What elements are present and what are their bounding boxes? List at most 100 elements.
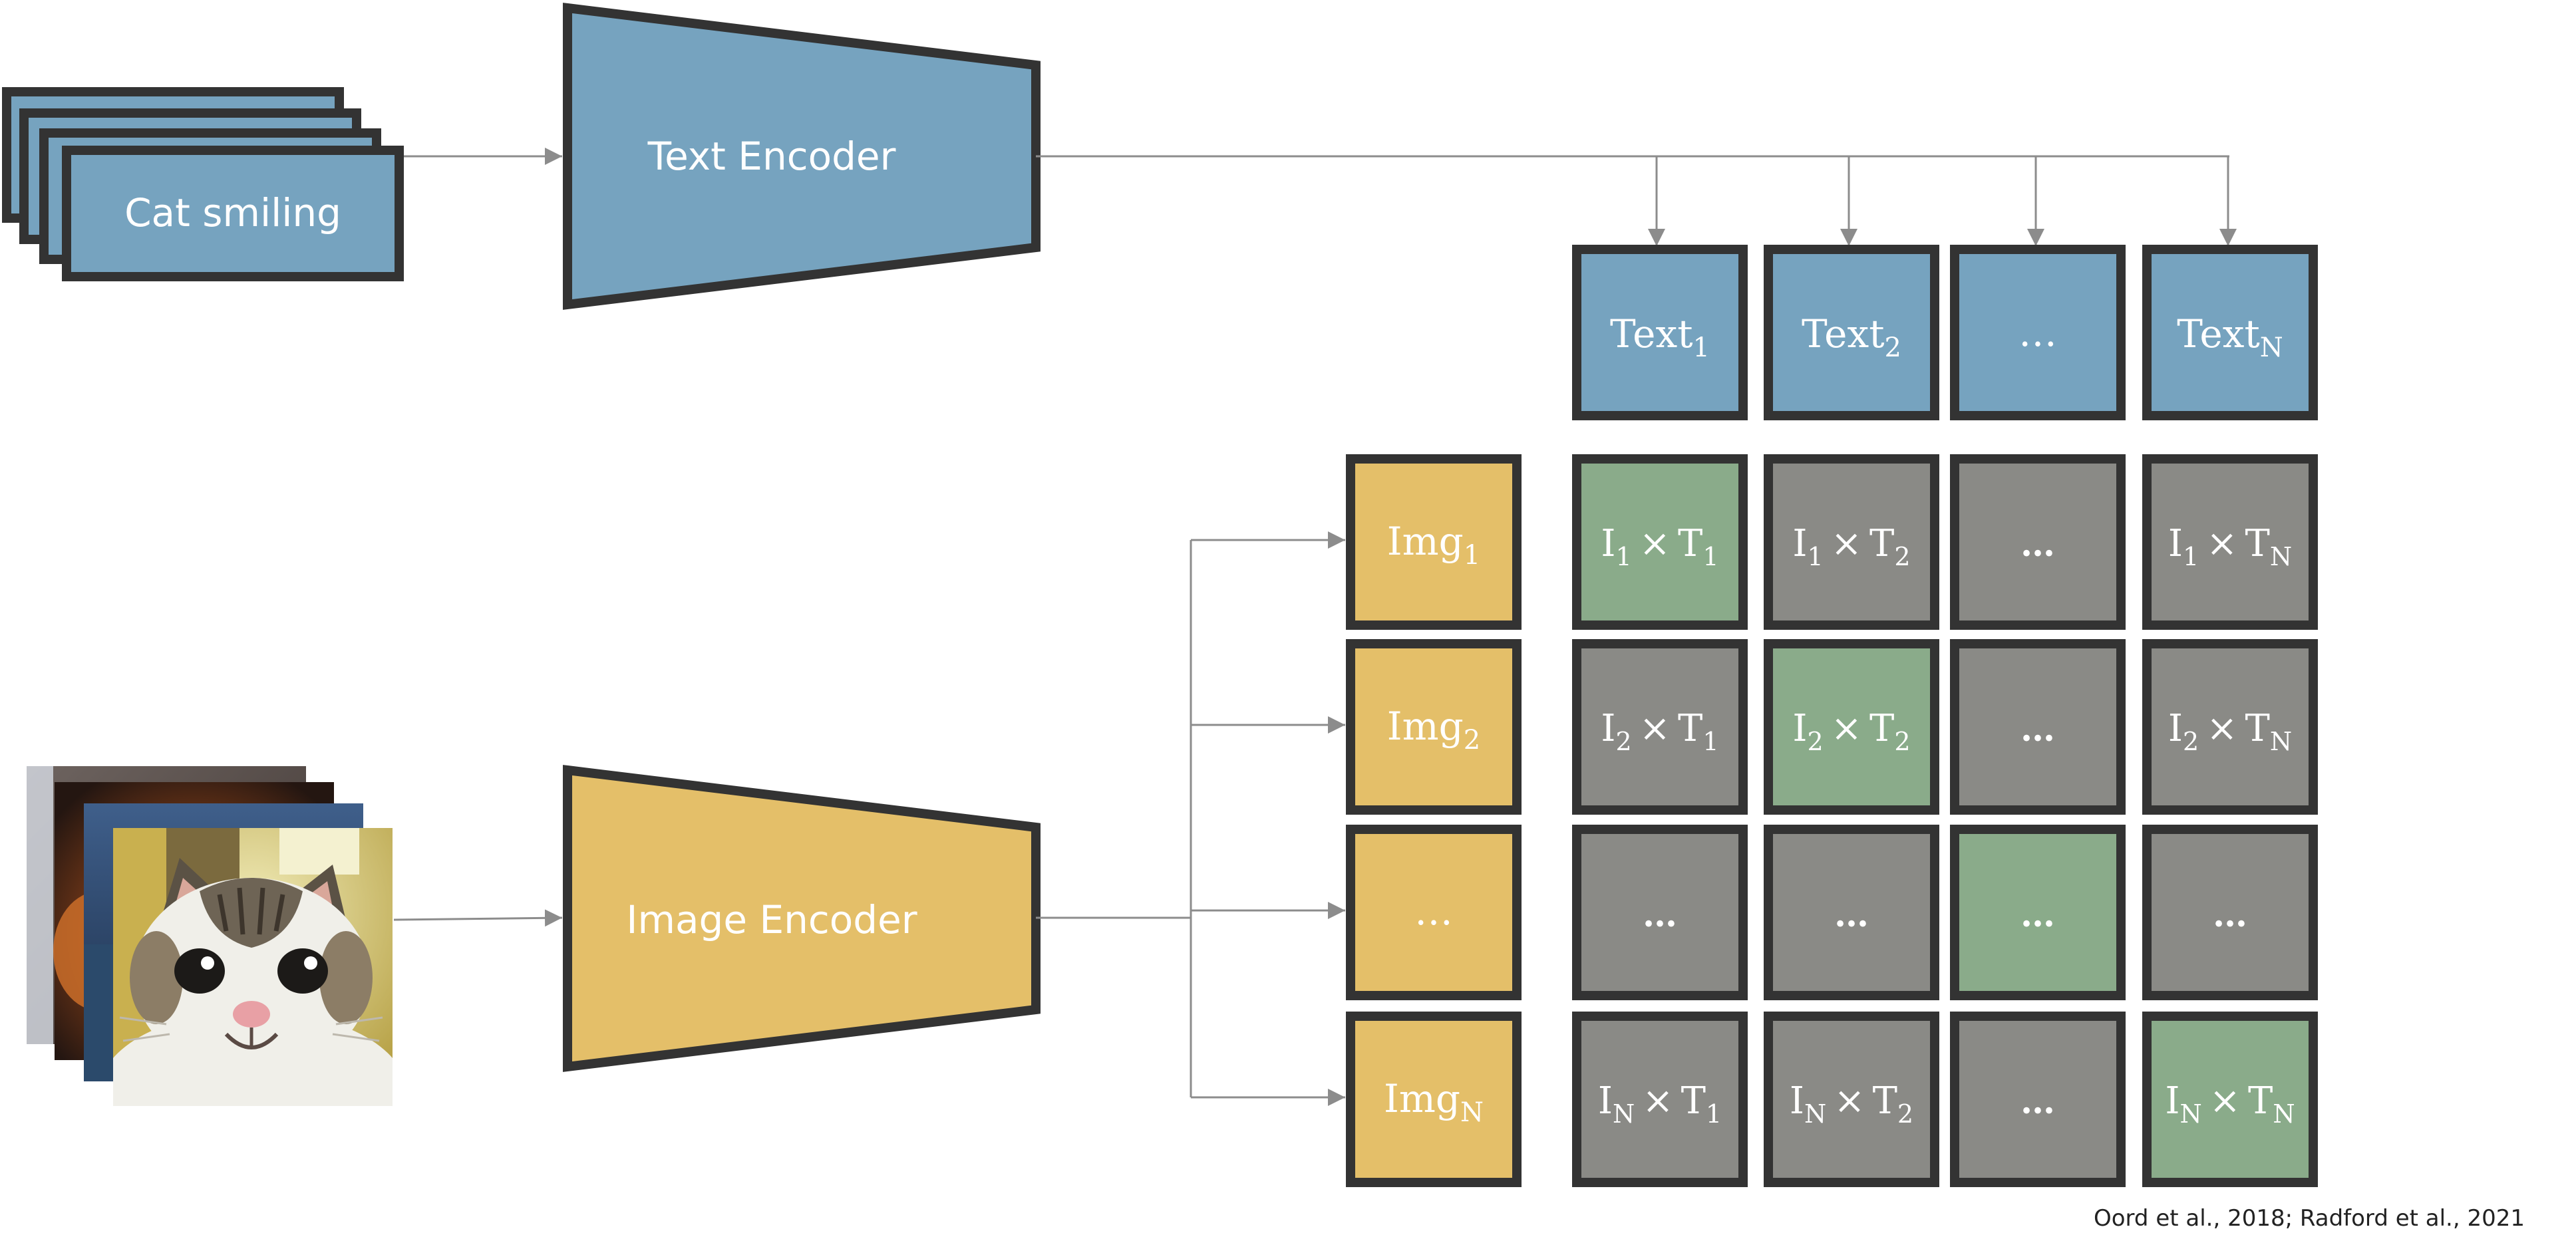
- svg-text:Img1: Img1: [1387, 519, 1481, 571]
- matrix-cell-box: [1572, 454, 1748, 630]
- matrix-cell-box: [1764, 454, 1939, 630]
- matrix-cell-base: I: [1792, 522, 1807, 565]
- matrix-cell-box: [1950, 454, 2126, 630]
- matrix-cell-sub: 1: [1702, 727, 1718, 756]
- matrix-cell-base: T: [1873, 1079, 1897, 1123]
- text-encoder: Text Encoder: [563, 3, 1041, 310]
- text-token-row: Text1 Text2 … TextN: [1572, 245, 2318, 420]
- operator: ×: [1632, 522, 1678, 565]
- text-token: Text2: [1764, 245, 1939, 420]
- matrix-cell: I1 × TN: [2142, 454, 2318, 630]
- matrix-cell-label: I1 × T1: [1601, 522, 1718, 571]
- matrix-cell-box: [2142, 639, 2318, 815]
- matrix-cell-box: [1572, 825, 1748, 1000]
- matrix-cell-box: [1764, 639, 1939, 815]
- matrix-cell-label: …: [2020, 709, 2055, 750]
- matrix-cell-base: I: [1598, 1079, 1613, 1123]
- image-token: Img1: [1346, 454, 1522, 630]
- citation: Oord et al., 2018; Radford et al., 2021: [2094, 1205, 2525, 1232]
- svg-text:Text2: Text2: [1802, 311, 1901, 363]
- image-token-sub: 2: [1464, 725, 1480, 756]
- matrix-cell-label: IN × TN: [2165, 1079, 2295, 1129]
- matrix-cell-base: I: [2168, 522, 2183, 565]
- matrix-cell-match: IN × TN: [2142, 1012, 2318, 1187]
- svg-text:ImgN: ImgN: [1384, 1076, 1484, 1128]
- matrix-cell: …: [1950, 639, 2126, 815]
- matrix-cell-base: T: [1869, 707, 1894, 750]
- matrix-cell: IN × T2: [1764, 1012, 1939, 1187]
- matrix-cell-box: [1764, 1012, 1939, 1187]
- matrix-cell-match: I2 × T2: [1764, 639, 1939, 815]
- matrix-cell-base: T: [1869, 522, 1894, 565]
- operator: ×: [1635, 1079, 1681, 1123]
- matrix-cell-base: I: [1601, 522, 1615, 565]
- matrix-cell-box: [1950, 639, 2126, 815]
- text-card-front: [62, 146, 404, 281]
- image-token: Img2: [1346, 639, 1522, 815]
- text-token-base: Text: [1610, 311, 1693, 356]
- matrix-cell-box: [2142, 454, 2318, 630]
- matrix-cell-match: I1 × T1: [1572, 454, 1748, 630]
- text-input-caption: Cat smiling: [124, 190, 341, 235]
- image-input-stack: [27, 766, 393, 1106]
- arrow-image-input-to-encoder: [393, 909, 563, 927]
- matrix-cell-label: I2 × T1: [1601, 707, 1718, 756]
- matrix-cell: …: [1950, 1012, 2126, 1187]
- text-token: TextN: [2142, 245, 2318, 420]
- matrix-cell-label: I1 × TN: [2168, 522, 2292, 571]
- cat-photo: [113, 828, 393, 1106]
- matrix-cell-sub: 1: [1706, 1099, 1722, 1129]
- text-token-base: Text: [2177, 311, 2260, 356]
- image-encoder: Image Encoder: [563, 765, 1041, 1072]
- matrix-cell-base: T: [2248, 1079, 2273, 1123]
- matrix-cell-sub: N: [1804, 1099, 1826, 1129]
- matrix-cell-label: …: [1643, 894, 1677, 935]
- matrix-cell-sub: N: [2270, 727, 2292, 756]
- matrix-cell-box: [1572, 639, 1748, 815]
- image-token-sub: N: [1460, 1097, 1484, 1128]
- matrix-cell-label: IN × T2: [1790, 1079, 1913, 1129]
- operator: ×: [2199, 522, 2245, 565]
- matrix-cell-sub: 2: [1616, 727, 1632, 756]
- svg-text:…: …: [2018, 310, 2057, 355]
- matrix-cell-sub: 2: [2183, 727, 2199, 756]
- matrix-cell-base: T: [1681, 1079, 1706, 1123]
- matrix-cell-sub: 2: [1894, 727, 1910, 756]
- matrix-cell-base: T: [1678, 522, 1702, 565]
- matrix-cell-sub: 1: [2183, 542, 2199, 571]
- text-encoder-label: Text Encoder: [647, 134, 896, 179]
- matrix-cell-base: I: [2165, 1079, 2179, 1123]
- operator: ×: [1632, 707, 1678, 750]
- matrix-cell: …: [1572, 825, 1748, 1000]
- operator: ×: [2199, 707, 2245, 750]
- text-output-bus: [1036, 155, 2237, 246]
- image-token-base: Img: [1384, 1076, 1460, 1121]
- image-token-base: Img: [1387, 704, 1464, 749]
- matrix-cell-sub: 2: [1897, 1099, 1913, 1129]
- image-token-base: Img: [1387, 519, 1464, 564]
- text-token: …: [1950, 245, 2126, 420]
- matrix-cell-base: T: [2245, 522, 2270, 565]
- matrix-cell-sub: 2: [1808, 727, 1824, 756]
- matrix-cell-base: I: [2168, 707, 2183, 750]
- matrix-cell-sub: 1: [1702, 542, 1718, 571]
- svg-text:…: …: [1414, 889, 1453, 934]
- matrix-cell: …: [2142, 825, 2318, 1000]
- matrix-cell: I2 × TN: [2142, 639, 2318, 815]
- matrix-cell-box: [2142, 1012, 2318, 1187]
- svg-text:Text1: Text1: [1610, 311, 1710, 363]
- text-token-base: …: [2018, 310, 2057, 355]
- operator: ×: [2202, 1079, 2248, 1123]
- image-encoder-label: Image Encoder: [626, 897, 917, 942]
- matrix-cell-box: [1572, 1012, 1748, 1187]
- matrix-cell-label: I2 × TN: [2168, 707, 2292, 756]
- matrix-cell: IN × T1: [1572, 1012, 1748, 1187]
- svg-text:Img2: Img2: [1387, 704, 1481, 756]
- image-token: ImgN: [1346, 1012, 1522, 1187]
- matrix-cell-sub: N: [2270, 542, 2292, 571]
- matrix-cell-base: I: [1792, 707, 1807, 750]
- text-input-stack: Cat smiling: [2, 87, 404, 281]
- matrix-cell-label: …: [2020, 894, 2055, 935]
- matrix-cell-label: IN × T1: [1598, 1079, 1722, 1129]
